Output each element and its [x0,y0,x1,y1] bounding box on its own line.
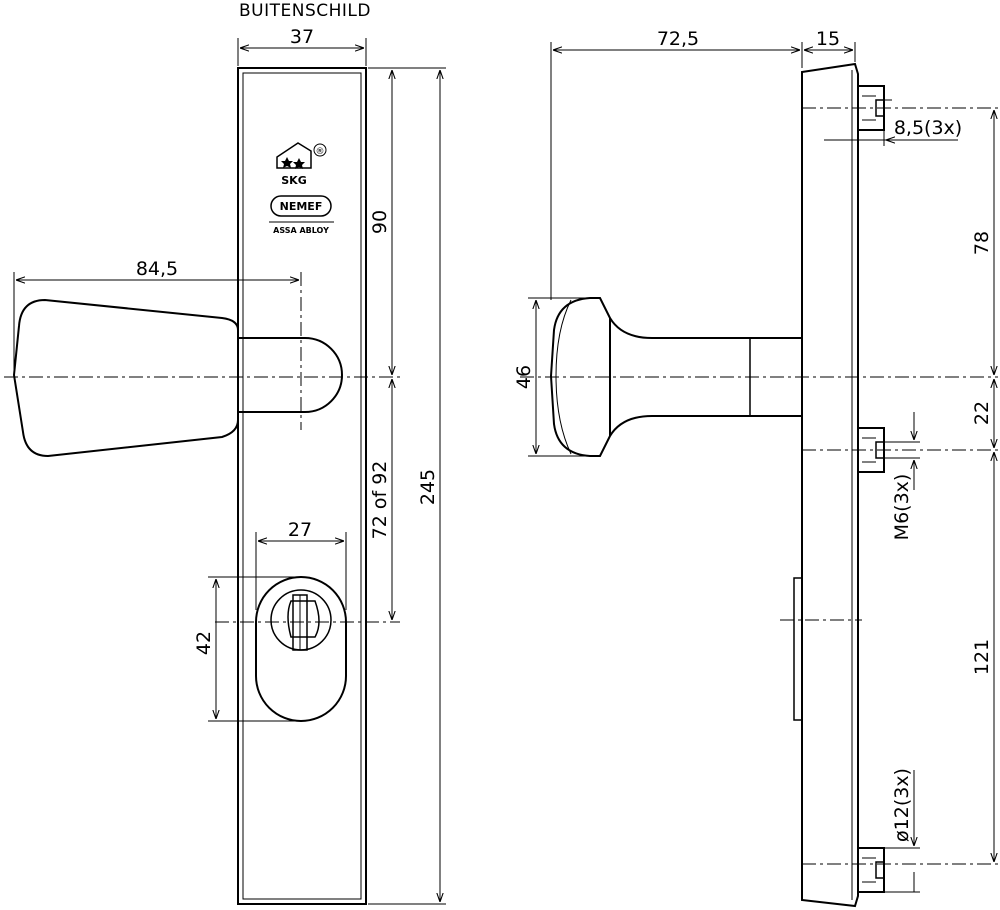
knob-neck [238,337,343,413]
nemef-logo: NEMEF ASSA ABLOY [269,195,334,235]
nemef-brand: NEMEF [280,200,323,213]
skg-house-icon [276,142,312,169]
dim-spindle-to-screw: 22 [971,401,993,425]
dim-cylinder-width: 27 [288,519,312,541]
dim-thread: M6(3x) [891,474,913,541]
dim-side-plate-depth: 15 [816,28,840,50]
skg-star-icon-2 [293,158,305,169]
dim-top-to-spindle: 78 [971,231,993,255]
side-cylinder-stub [793,577,803,721]
skg-logo: ® SKG [276,142,327,187]
nemef-badge [270,195,332,217]
dim-plate-width: 37 [290,26,314,48]
cylinder-escutcheon [255,576,347,722]
side-knob-dome-line [555,299,572,455]
registered-mark: ® [316,147,325,157]
skg-star-icon [281,157,293,168]
side-plate-outline [801,62,859,908]
screw-boss-bot-slot [875,861,885,879]
side-view: 72,5 15 46 8,5(3x) 78 22 M6(3x) 121 [513,28,998,908]
knob-head [12,298,239,458]
screw-boss-bottom [857,847,885,893]
side-knob-edge [599,297,611,457]
drawing-title: BUITENSCHILD [239,1,371,21]
dim-knob-length: 84,5 [136,258,178,280]
registered-circle [313,143,327,157]
dim-boss-diameter: ø12(3x) [891,768,913,842]
dim-total-height: 245 [417,469,439,505]
side-knob-head [549,297,611,457]
front-plate-outline [237,67,367,905]
dim-knob-diameter: 46 [513,365,535,389]
cylinder-plug [270,589,332,651]
dim-screw-size: 8,5(3x) [894,117,962,139]
dim-screw-spacing: 121 [971,639,993,675]
dim-spindle-cylinder: 72 of 92 [369,461,391,540]
front-plate-inner [242,72,362,900]
dim-side-knob-length: 72,5 [657,28,699,50]
dim-upper-height: 90 [369,210,391,234]
skg-text: SKG [281,174,306,187]
dim-cylinder-height: 42 [193,631,215,655]
cylinder-slot [287,600,320,638]
front-view: ® SKG NEMEF ASSA ABLOY 37 84,5 [4,26,446,905]
assa-abloy-text: ASSA ABLOY [273,226,329,235]
screw-boss-bot-body [857,847,885,893]
